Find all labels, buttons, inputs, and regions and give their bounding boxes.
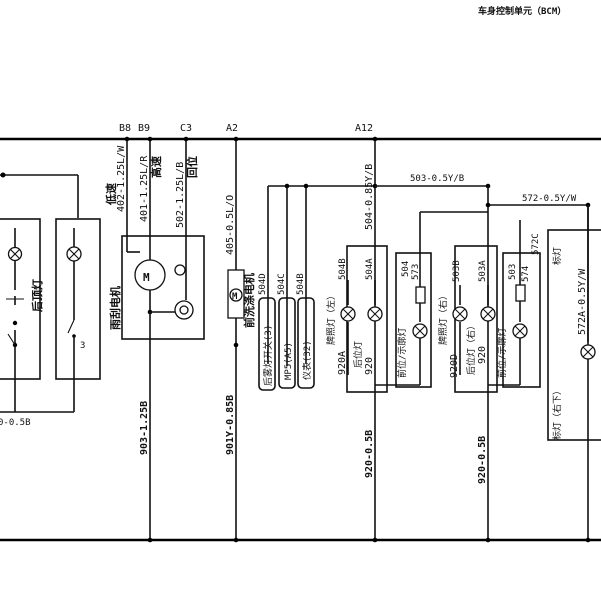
rear-dome-lamp-label: 后顶灯 <box>30 279 44 312</box>
washer-motor-section: M 405-0.5L/O 前洗涤电机 901Y-0.85B <box>225 136 256 543</box>
terminal-920-left: 920 <box>364 357 375 375</box>
terminal-572c: 572C <box>531 233 541 255</box>
marker-lamp-label: 标灯 <box>551 247 563 265</box>
pin-c3: C3 <box>180 123 192 134</box>
wiper-motor-icon <box>134 259 166 291</box>
svg-text:M: M <box>143 271 150 284</box>
right-pos-lamp-box <box>502 252 541 388</box>
pin-b8: B8 <box>119 123 131 134</box>
wire-402-label: 402-1.25L/W <box>116 145 127 212</box>
low-speed-label: 低速 <box>104 183 118 206</box>
terminal-503b: 503B <box>452 260 462 282</box>
terminal-504d: 504D <box>258 273 268 295</box>
side-lamp-rl-label: 标灯（右下） <box>551 386 563 440</box>
mp5-box <box>278 297 296 389</box>
terminal-504a: 504A <box>365 258 375 280</box>
wire-901y-label: 901Y-0.85B <box>225 395 236 455</box>
svg-text:MP5(A5): MP5(A5) <box>284 342 294 380</box>
terminal-920d: 920D <box>449 354 460 378</box>
return-label: 回位 <box>185 156 199 178</box>
right-lamp-group: 503B 503A 503 574 572C 牌照灯（右） 后位灯（右） 前位/… <box>437 220 541 484</box>
wire-920-left-label: 920-0.5B <box>364 430 375 478</box>
wire-405-label: 405-0.5L/O <box>225 195 236 255</box>
front-pos-lamp-left-label: 前位/示廓灯 <box>396 328 408 378</box>
wiper-motor-box <box>121 235 205 340</box>
diagram-title: 车身控制单元（BCM） <box>478 5 566 17</box>
washer-motor-icon <box>229 288 243 302</box>
svg-text:后雾灯开关(3): 后雾灯开关(3) <box>262 325 274 386</box>
plate-lamp-left-label: 牌照灯（左） <box>325 291 337 345</box>
terminal-504: 504 <box>401 261 411 277</box>
terminal-920a: 920A <box>337 351 348 375</box>
wire-502-label: 502-1.25L/B <box>175 162 186 228</box>
high-speed-label: 高速 <box>149 156 163 178</box>
pin-b9: B9 <box>138 123 150 134</box>
rear-dome-lamp-box <box>55 218 101 380</box>
wire-920-right-label: 920-0.5B <box>477 436 488 484</box>
terminal-574: 574 <box>521 266 531 282</box>
wiper-motor-section: 402-1.25L/W 401-1.25L/R 502-1.25L/B 低速 高… <box>104 136 205 543</box>
wire-401-label: 401-1.25L/R <box>139 155 150 222</box>
terminal-573: 573 <box>411 264 421 280</box>
wire-503-label: 503-0.5Y/B <box>410 174 464 184</box>
left-lamp-group: 504B 504A 504 573 牌照灯（左） 后位灯 前位/示廓灯 920A… <box>325 211 488 478</box>
terminal-504b-box: 504B <box>296 273 306 295</box>
wire-903-label: 903-1.25B <box>139 401 150 455</box>
rear-pos-lamp-right-label: 后位灯（右） <box>465 321 477 375</box>
wiper-motor-label: 雨刮电机 <box>108 286 122 330</box>
wire-504-label: 504-0.85Y/B <box>364 164 375 230</box>
door-switch-label: 3 <box>80 341 85 351</box>
left-ground-wire-label: 0-0.5B <box>0 418 31 428</box>
wire-572a-label: 572A-0.5Y/W <box>577 268 588 335</box>
terminal-504b: 504B <box>338 258 348 280</box>
left-pos-lamp-box <box>395 252 432 388</box>
svg-text:M: M <box>232 292 238 302</box>
front-pos-lamp-right-label: 前位/示廓灯 <box>496 328 508 378</box>
left-partial-section: 0-0.5B 3 后顶灯 <box>0 172 101 428</box>
instrument-box <box>297 297 315 389</box>
pin-a2: A2 <box>226 123 238 134</box>
terminal-503a: 503A <box>478 260 488 282</box>
pin-a12: A12 <box>355 123 373 134</box>
wire-572-label: 572-0.5Y/W <box>522 194 577 204</box>
far-right-lamp-section: 572A-0.5Y/W 标灯 标灯（右下） <box>547 205 601 441</box>
terminal-503: 503 <box>508 264 518 280</box>
terminal-504c: 504C <box>277 273 287 295</box>
rear-pos-lamp-left-label: 后位灯 <box>352 341 364 368</box>
plate-lamp-right-label: 牌照灯（右） <box>437 291 449 345</box>
switch-boxes-section: 504D 504C 504B 后雾灯开关(3) MP5(A5) 仪表(32) <box>258 183 375 391</box>
washer-motor-label: 前洗涤电机 <box>242 273 256 328</box>
terminal-920-right: 920 <box>477 346 488 364</box>
rear-fog-switch-box <box>258 297 276 391</box>
svg-text:仪表(32): 仪表(32) <box>301 340 313 380</box>
side-marker-box <box>547 229 601 441</box>
